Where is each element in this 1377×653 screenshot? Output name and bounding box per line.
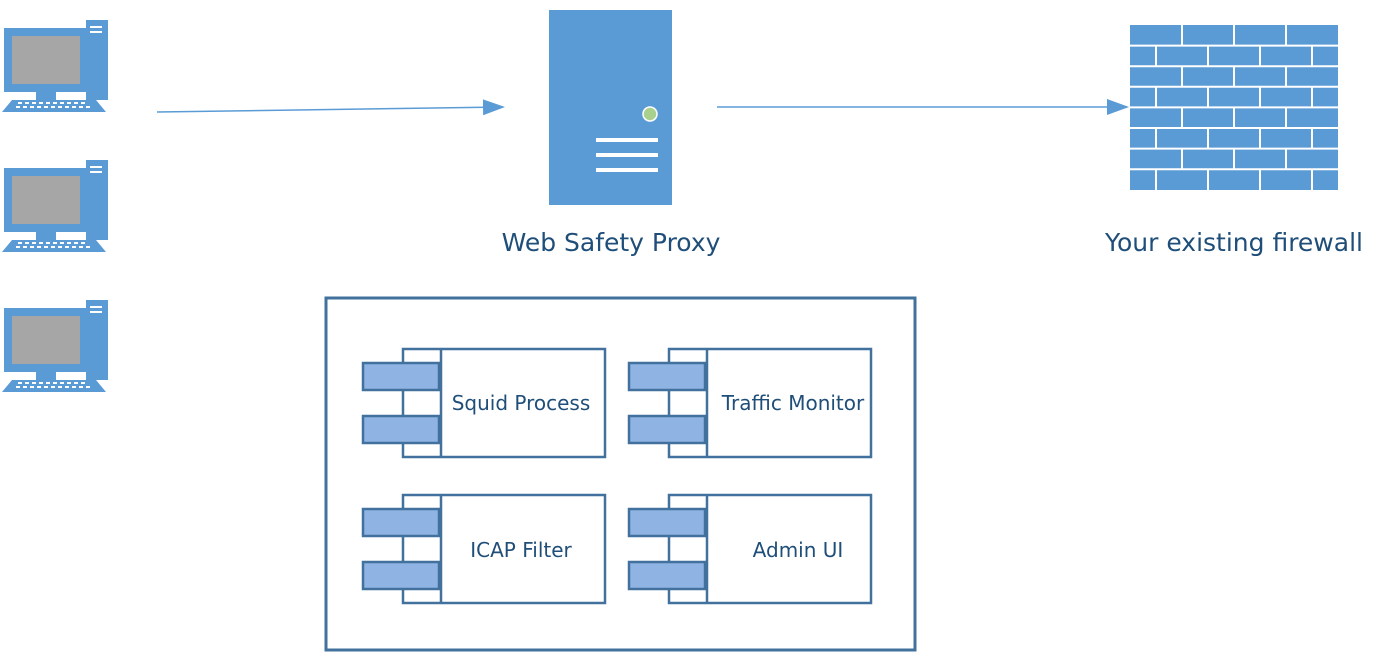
status-led-icon <box>642 106 658 122</box>
component-label: Traffic Monitor <box>721 391 865 415</box>
component-label: ICAP Filter <box>470 538 572 562</box>
component-icap-filter: ICAP Filter <box>361 493 607 605</box>
desktop-computer-icon <box>2 300 108 392</box>
clients-to-proxy-arrow <box>156 99 505 116</box>
component-traffic-monitor: Traffic Monitor <box>627 347 873 459</box>
firewall-label: Your existing firewall <box>1104 228 1363 257</box>
component-squid-process: Squid Process <box>361 347 607 459</box>
client-computers <box>2 20 108 392</box>
component-label: Squid Process <box>452 391 591 415</box>
component-label: Admin UI <box>753 538 844 562</box>
desktop-computer-icon <box>2 160 108 252</box>
desktop-computer-icon <box>2 20 108 112</box>
server-icon <box>549 10 672 205</box>
components-container <box>324 296 917 652</box>
firewall-icon <box>1130 25 1338 190</box>
component-admin-ui: Admin UI <box>627 493 873 605</box>
proxy-label: Web Safety Proxy <box>502 228 721 257</box>
